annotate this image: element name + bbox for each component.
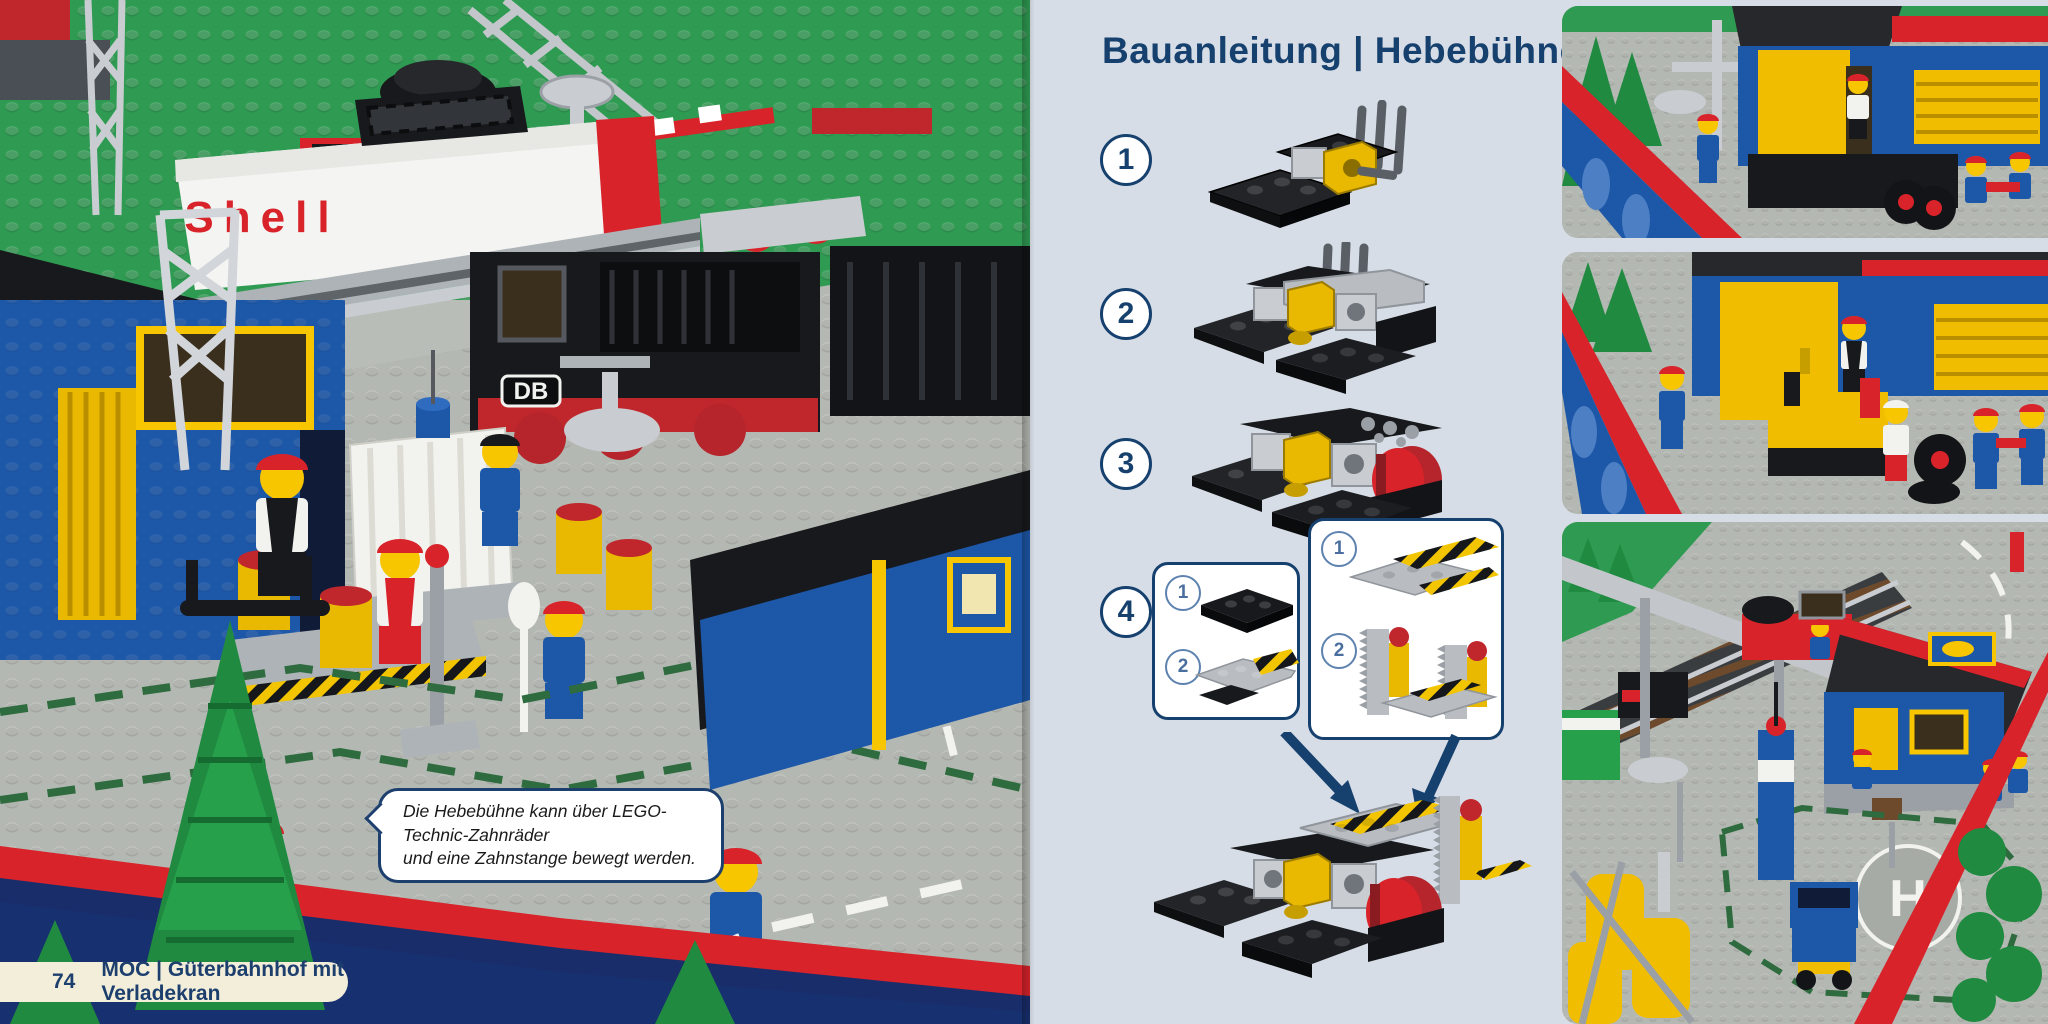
red-crane-car xyxy=(1742,590,1852,660)
tire-stack xyxy=(1908,434,1966,504)
lattice-tower xyxy=(155,207,240,471)
viaduct xyxy=(1562,66,1742,238)
signal-barrier xyxy=(624,104,932,144)
caption-line-2: und eine Zahnstange bewegt werden. xyxy=(403,848,696,869)
left-page-photo-gueterbahnhof: Shell xyxy=(0,0,1030,1024)
minifig-doorway-apron xyxy=(1841,316,1867,393)
dark-roof xyxy=(1732,6,1902,54)
red-roof xyxy=(1892,16,2048,42)
step-1-diagram xyxy=(1207,100,1407,228)
minifigs-stretcher xyxy=(1973,404,2045,489)
monorail-pole xyxy=(1654,20,1762,150)
yellow-bracket xyxy=(1283,430,1331,497)
minifigs-right xyxy=(1965,152,2031,203)
lattice-mast xyxy=(84,0,126,216)
green-corner xyxy=(1562,522,1712,642)
minifig-conductor xyxy=(480,434,520,546)
step-4-box-a: 1 2 xyxy=(1152,562,1300,720)
blue-truck xyxy=(1790,882,1858,990)
yellow-bracket xyxy=(1323,140,1398,196)
minifig-black-apron xyxy=(256,454,308,596)
left-page-number: 74 xyxy=(52,970,76,993)
step-4-final-assembly xyxy=(1154,732,1532,978)
step-4b-sub-2: 2 xyxy=(1321,633,1357,669)
signal-pole xyxy=(400,544,540,758)
moc-scene: Shell xyxy=(0,0,1030,1024)
step-4a-sub-1: 1 xyxy=(1165,575,1201,611)
step-4-number: 4 xyxy=(1100,586,1152,638)
minifig-blue-redcap xyxy=(543,601,585,719)
yellow-tanks xyxy=(1568,852,1695,1024)
left-page-footer: 74 MOC | Güterbahnhof mit Verladekran xyxy=(0,958,348,1005)
signal-poles xyxy=(1677,782,1895,868)
yellow-machine xyxy=(1768,372,1898,476)
instructions-heading: Bauanleitung | Hebebühne xyxy=(1102,30,1581,71)
step-2-diagram xyxy=(1194,242,1436,394)
red-border-right xyxy=(1854,652,2048,1024)
station-building xyxy=(1824,618,2032,820)
minifig-conductor xyxy=(1697,114,1719,183)
caption-line-1: Die Hebebühne kann über LEGO-Technic-Zah… xyxy=(403,801,667,845)
step-4b-diagram xyxy=(1349,537,1499,719)
photo-depot-wide xyxy=(1562,6,2048,238)
blue-crane-tower xyxy=(1758,682,1794,880)
step-4a-sub-2: 2 xyxy=(1165,649,1201,685)
photo-aerial-crossing: H xyxy=(1562,522,2048,1024)
minifig-red-overalls xyxy=(377,539,423,664)
photo-depot-close xyxy=(1562,252,2048,514)
minifig-doorway xyxy=(1847,74,1869,139)
road-topright xyxy=(1960,532,2024,643)
pine-tree-large xyxy=(135,620,325,1010)
yellow-bracket xyxy=(1287,280,1335,345)
garage-shutter xyxy=(1934,304,2048,390)
step-2-number: 2 xyxy=(1100,288,1152,340)
minifig-white-hat xyxy=(1883,400,1909,481)
final-model xyxy=(1154,796,1532,978)
assembly-arrow-left xyxy=(1280,732,1360,814)
tooth-rack-left xyxy=(1359,627,1409,715)
blue-wall-bottom-right xyxy=(690,470,1030,790)
minifig-redcap-left xyxy=(1659,366,1685,449)
crane-operator xyxy=(1810,619,1830,659)
caption-bubble: Die Hebebühne kann über LEGO-Technic-Zah… xyxy=(364,788,724,883)
left-footer-label: MOC | Güterbahnhof mit Verladekran xyxy=(101,958,345,1005)
garage-shutter xyxy=(1914,70,2040,144)
tires xyxy=(1884,180,1956,230)
db-locomotive: DB xyxy=(470,252,820,464)
step-3-number: 3 xyxy=(1100,438,1152,490)
hebebuehne-platform xyxy=(180,503,652,706)
step-4b-sub-1: 1 xyxy=(1321,531,1357,567)
coal-wagon xyxy=(830,246,1030,416)
viaduct xyxy=(1562,292,1682,514)
step-4-box-b: 1 2 xyxy=(1308,518,1504,740)
db-logo-text: DB xyxy=(514,378,549,405)
step-4a-diagram xyxy=(1195,589,1299,705)
step-1-number: 1 xyxy=(1100,134,1152,186)
